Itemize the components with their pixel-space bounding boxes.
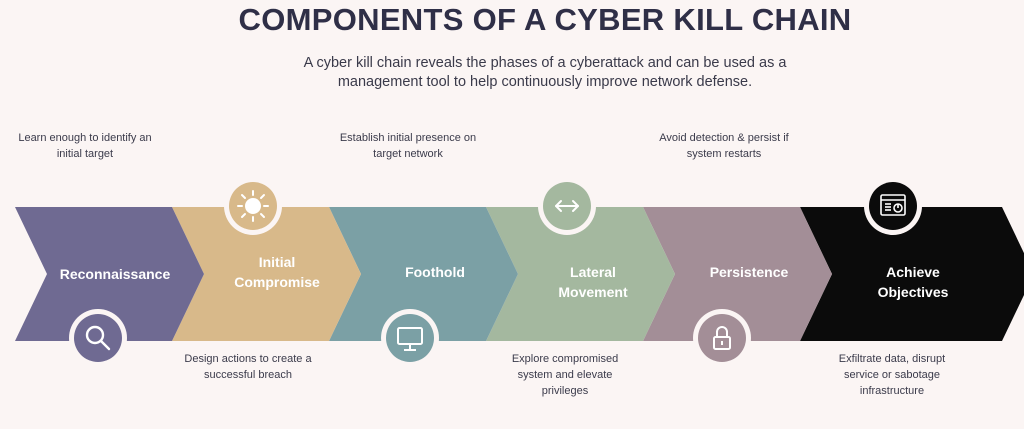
description-lateral-movement: Explore compromised system and elevate p… [511,353,619,397]
monitor-icon [397,327,423,351]
chevron-initial-compromise [172,207,361,341]
chevron-persistence [643,207,832,341]
bidirectional-arrow-icon [555,200,579,212]
analytics-dashboard-icon [880,194,906,216]
stage-label-foothold: Foothold [405,264,465,280]
chevron-foothold [329,207,518,341]
magnifier-icon [85,325,111,351]
description-achieve-objectives: Exfiltrate data, disrupt service or sabo… [838,353,946,397]
chevron-lateral-movement [486,207,675,341]
stage-label-lateral-movement: Lateral Movement [558,264,628,300]
virus-icon [237,190,269,222]
badge-persistence [693,309,751,367]
badge-foothold [381,309,439,367]
badge-lateral-movement [538,177,596,235]
padlock-icon [713,326,731,350]
badge-reconnaissance [69,309,127,367]
page-title: COMPONENTS OF A CYBER KILL CHAIN [238,2,852,37]
badge-initial-compromise [224,177,282,235]
stage-label-achieve-objectives: Achieve Objectives [877,264,949,300]
badge-achieve-objectives [864,177,922,235]
page-subtitle: A cyber kill chain reveals the phases of… [303,55,787,90]
stage-label-initial-compromise: Initial Compromise [234,254,320,290]
description-foothold: Establish initial presence on target net… [339,132,477,160]
description-persistence: Avoid detection & persist if system rest… [659,132,789,160]
description-initial-compromise: Design actions to create a successful br… [184,353,312,381]
description-reconnaissance: Learn enough to identify an initial targ… [18,132,152,160]
stage-label-persistence: Persistence [709,264,789,280]
stage-label-reconnaissance: Reconnaissance [59,266,171,282]
chevron-achieve-objectives [800,207,1024,341]
chevron-reconnaissance [15,207,204,341]
